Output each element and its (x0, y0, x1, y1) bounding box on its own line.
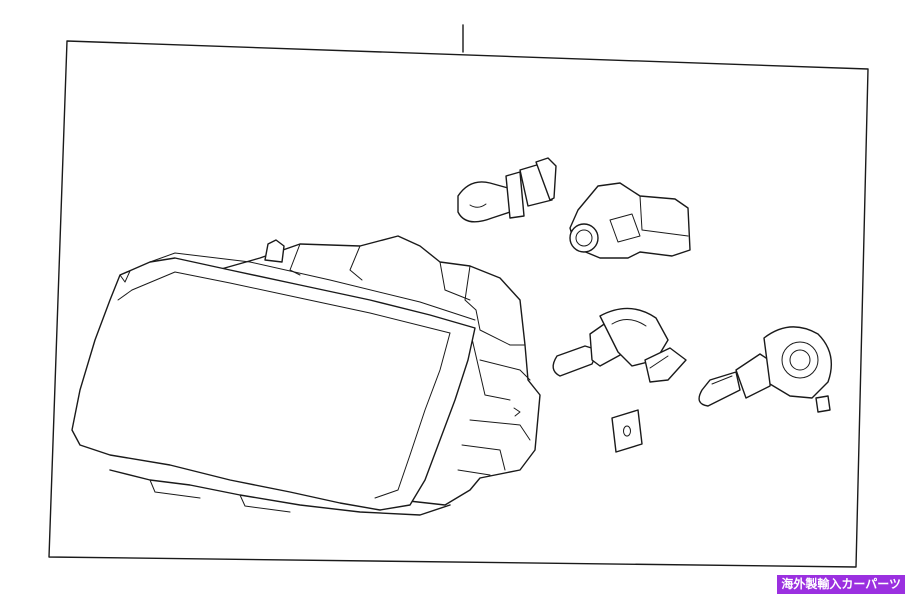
low-beam-bulb (552, 307, 687, 383)
side-marker-bulb (457, 157, 557, 223)
bulb-socket (569, 182, 691, 259)
headlamp-assembly (71, 235, 541, 516)
diagram-frame (48, 40, 869, 568)
watermark-badge: 海外製輸入カーパーツ (777, 575, 905, 594)
gasket (611, 409, 643, 453)
high-beam-bulb (698, 326, 832, 413)
